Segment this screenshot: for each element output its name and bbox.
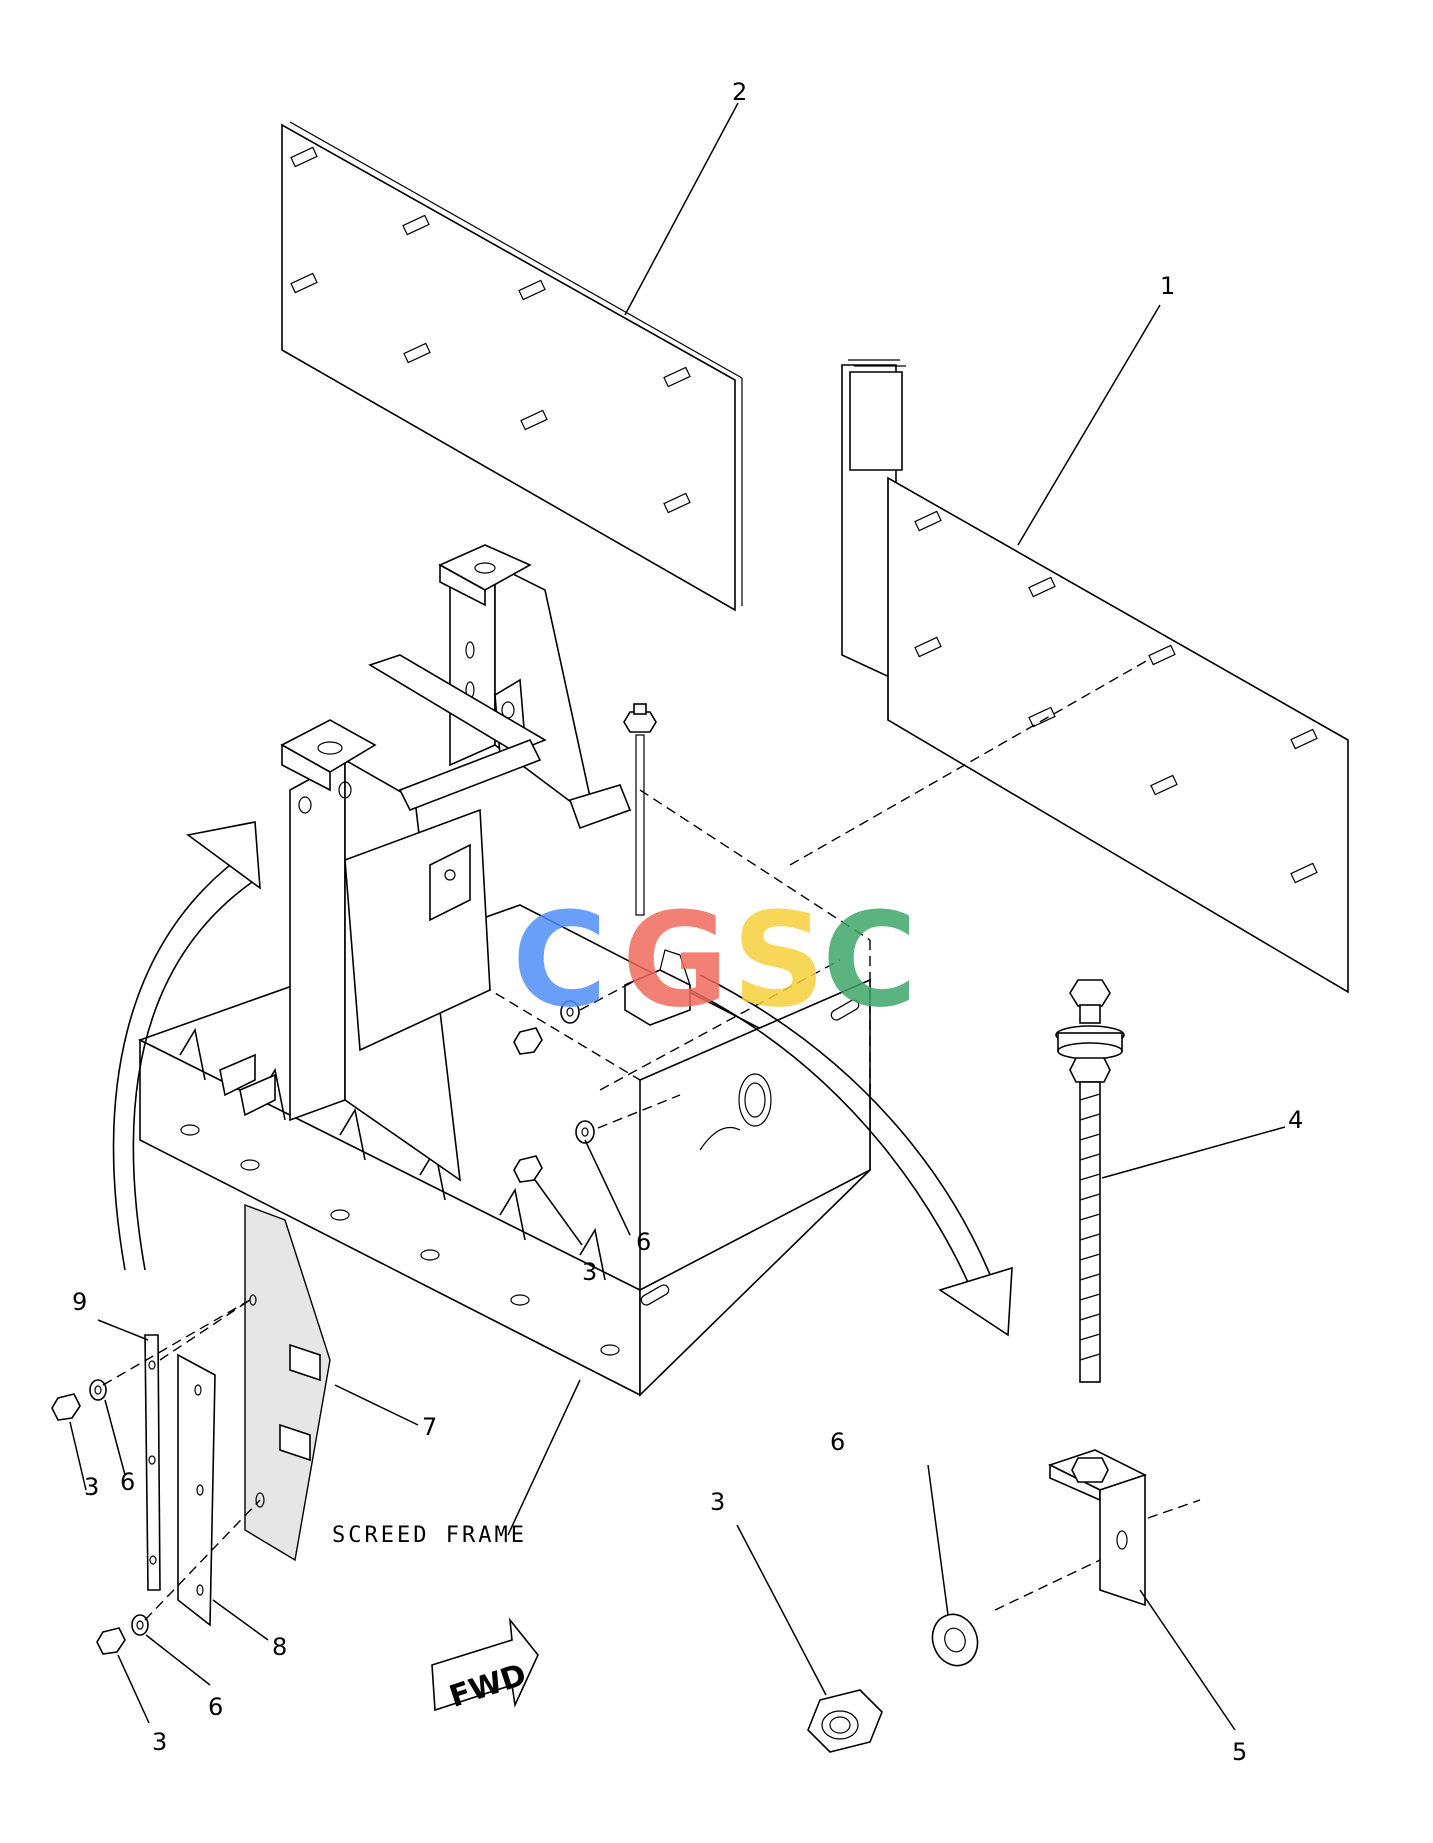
callout-3-lower-left: 3 [152,1728,167,1756]
washer-part-6-loose [931,1613,979,1667]
stud-part-4 [623,703,1125,1383]
screed-frame-label: SCREED FRAME [332,1523,527,1548]
callout-8: 8 [272,1633,287,1661]
watermark-logo: C G S C [512,884,917,1036]
screed-frame [137,544,872,1397]
callout-3-loose: 3 [710,1488,725,1516]
nut-washer-set [51,1000,595,1655]
watermark-letter-c2: C [822,884,917,1036]
callout-9: 9 [72,1288,87,1316]
callout-6-loose: 6 [830,1428,845,1456]
watermark-letter-g: G [622,884,729,1036]
callouts: 2 1 4 5 6 3 6 3 7 8 9 6 3 6 3 SCREED FRA… [72,78,1303,1766]
nut-part-3-loose [807,1689,883,1753]
plate-part-7 [244,1203,331,1562]
panel-part-1 [841,359,1349,994]
curved-arrow-left [112,821,261,1271]
watermark-letter-s: S [732,884,826,1036]
assembly-lines [102,659,1149,1621]
callout-7: 7 [422,1413,437,1441]
callout-6-upper-left: 6 [120,1468,135,1496]
callout-6-lower-left: 6 [208,1693,223,1721]
panel-part-2 [281,121,743,612]
callout-5: 5 [1232,1738,1247,1766]
fwd-arrow: FWD [431,1617,539,1715]
callout-6-frame: 6 [636,1228,651,1256]
callout-3-upper-left: 3 [84,1473,99,1501]
callout-4: 4 [1288,1106,1303,1134]
curved-arrow-right [689,974,1013,1337]
bracket-part-5 [994,1449,1201,1611]
plate-part-8 [177,1353,216,1627]
watermark-letter-c1: C [512,884,607,1036]
callout-1: 1 [1160,272,1175,300]
callout-3-frame: 3 [582,1258,597,1286]
callout-2: 2 [732,78,747,106]
leader-lines [69,102,1286,1731]
strip-part-9 [144,1334,161,1591]
